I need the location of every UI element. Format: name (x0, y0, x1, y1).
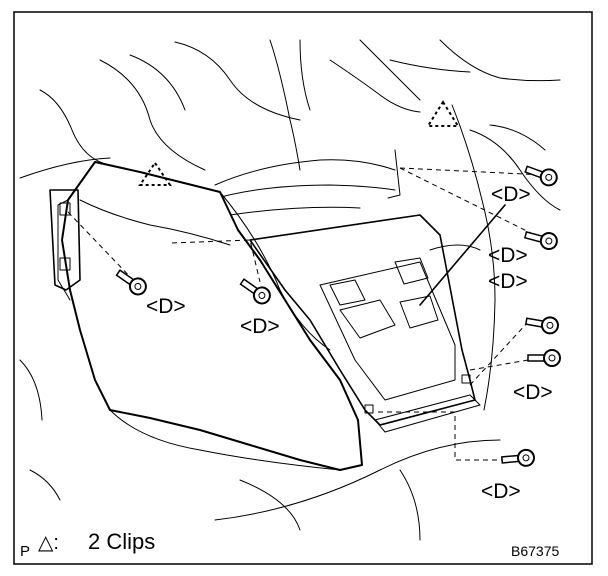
bolt-icon (524, 316, 559, 335)
label-d: <D> (488, 244, 528, 267)
side-cover-panel (57, 161, 363, 471)
figure-frame (13, 11, 593, 565)
leader-line (419, 204, 506, 306)
label-d: <D> (491, 183, 531, 206)
label-d: <D> (488, 270, 528, 293)
bolt-icon (239, 278, 271, 305)
legend-symbol: △: (38, 532, 59, 554)
alignment-dashes (67, 167, 546, 461)
label-d: <D> (513, 381, 553, 404)
clip-icon (426, 100, 460, 127)
label-d: <D> (240, 315, 280, 338)
clip-icon (138, 161, 172, 186)
bolt-icon (527, 349, 561, 367)
left-pillar-trim (49, 189, 81, 291)
label-d: <D> (481, 480, 521, 503)
label-d: <D> (146, 295, 186, 318)
legend-text: 2 Clips (88, 529, 155, 554)
bolt-icon (501, 448, 535, 467)
bolt-icon (523, 231, 558, 251)
background-structure (19, 39, 561, 541)
bolt-icon (115, 269, 147, 296)
legend-prefix: P (20, 543, 30, 560)
bolt-icon (524, 165, 558, 187)
legend: P △: 2 Clips (20, 529, 155, 560)
figure-code: B67375 (511, 543, 559, 559)
